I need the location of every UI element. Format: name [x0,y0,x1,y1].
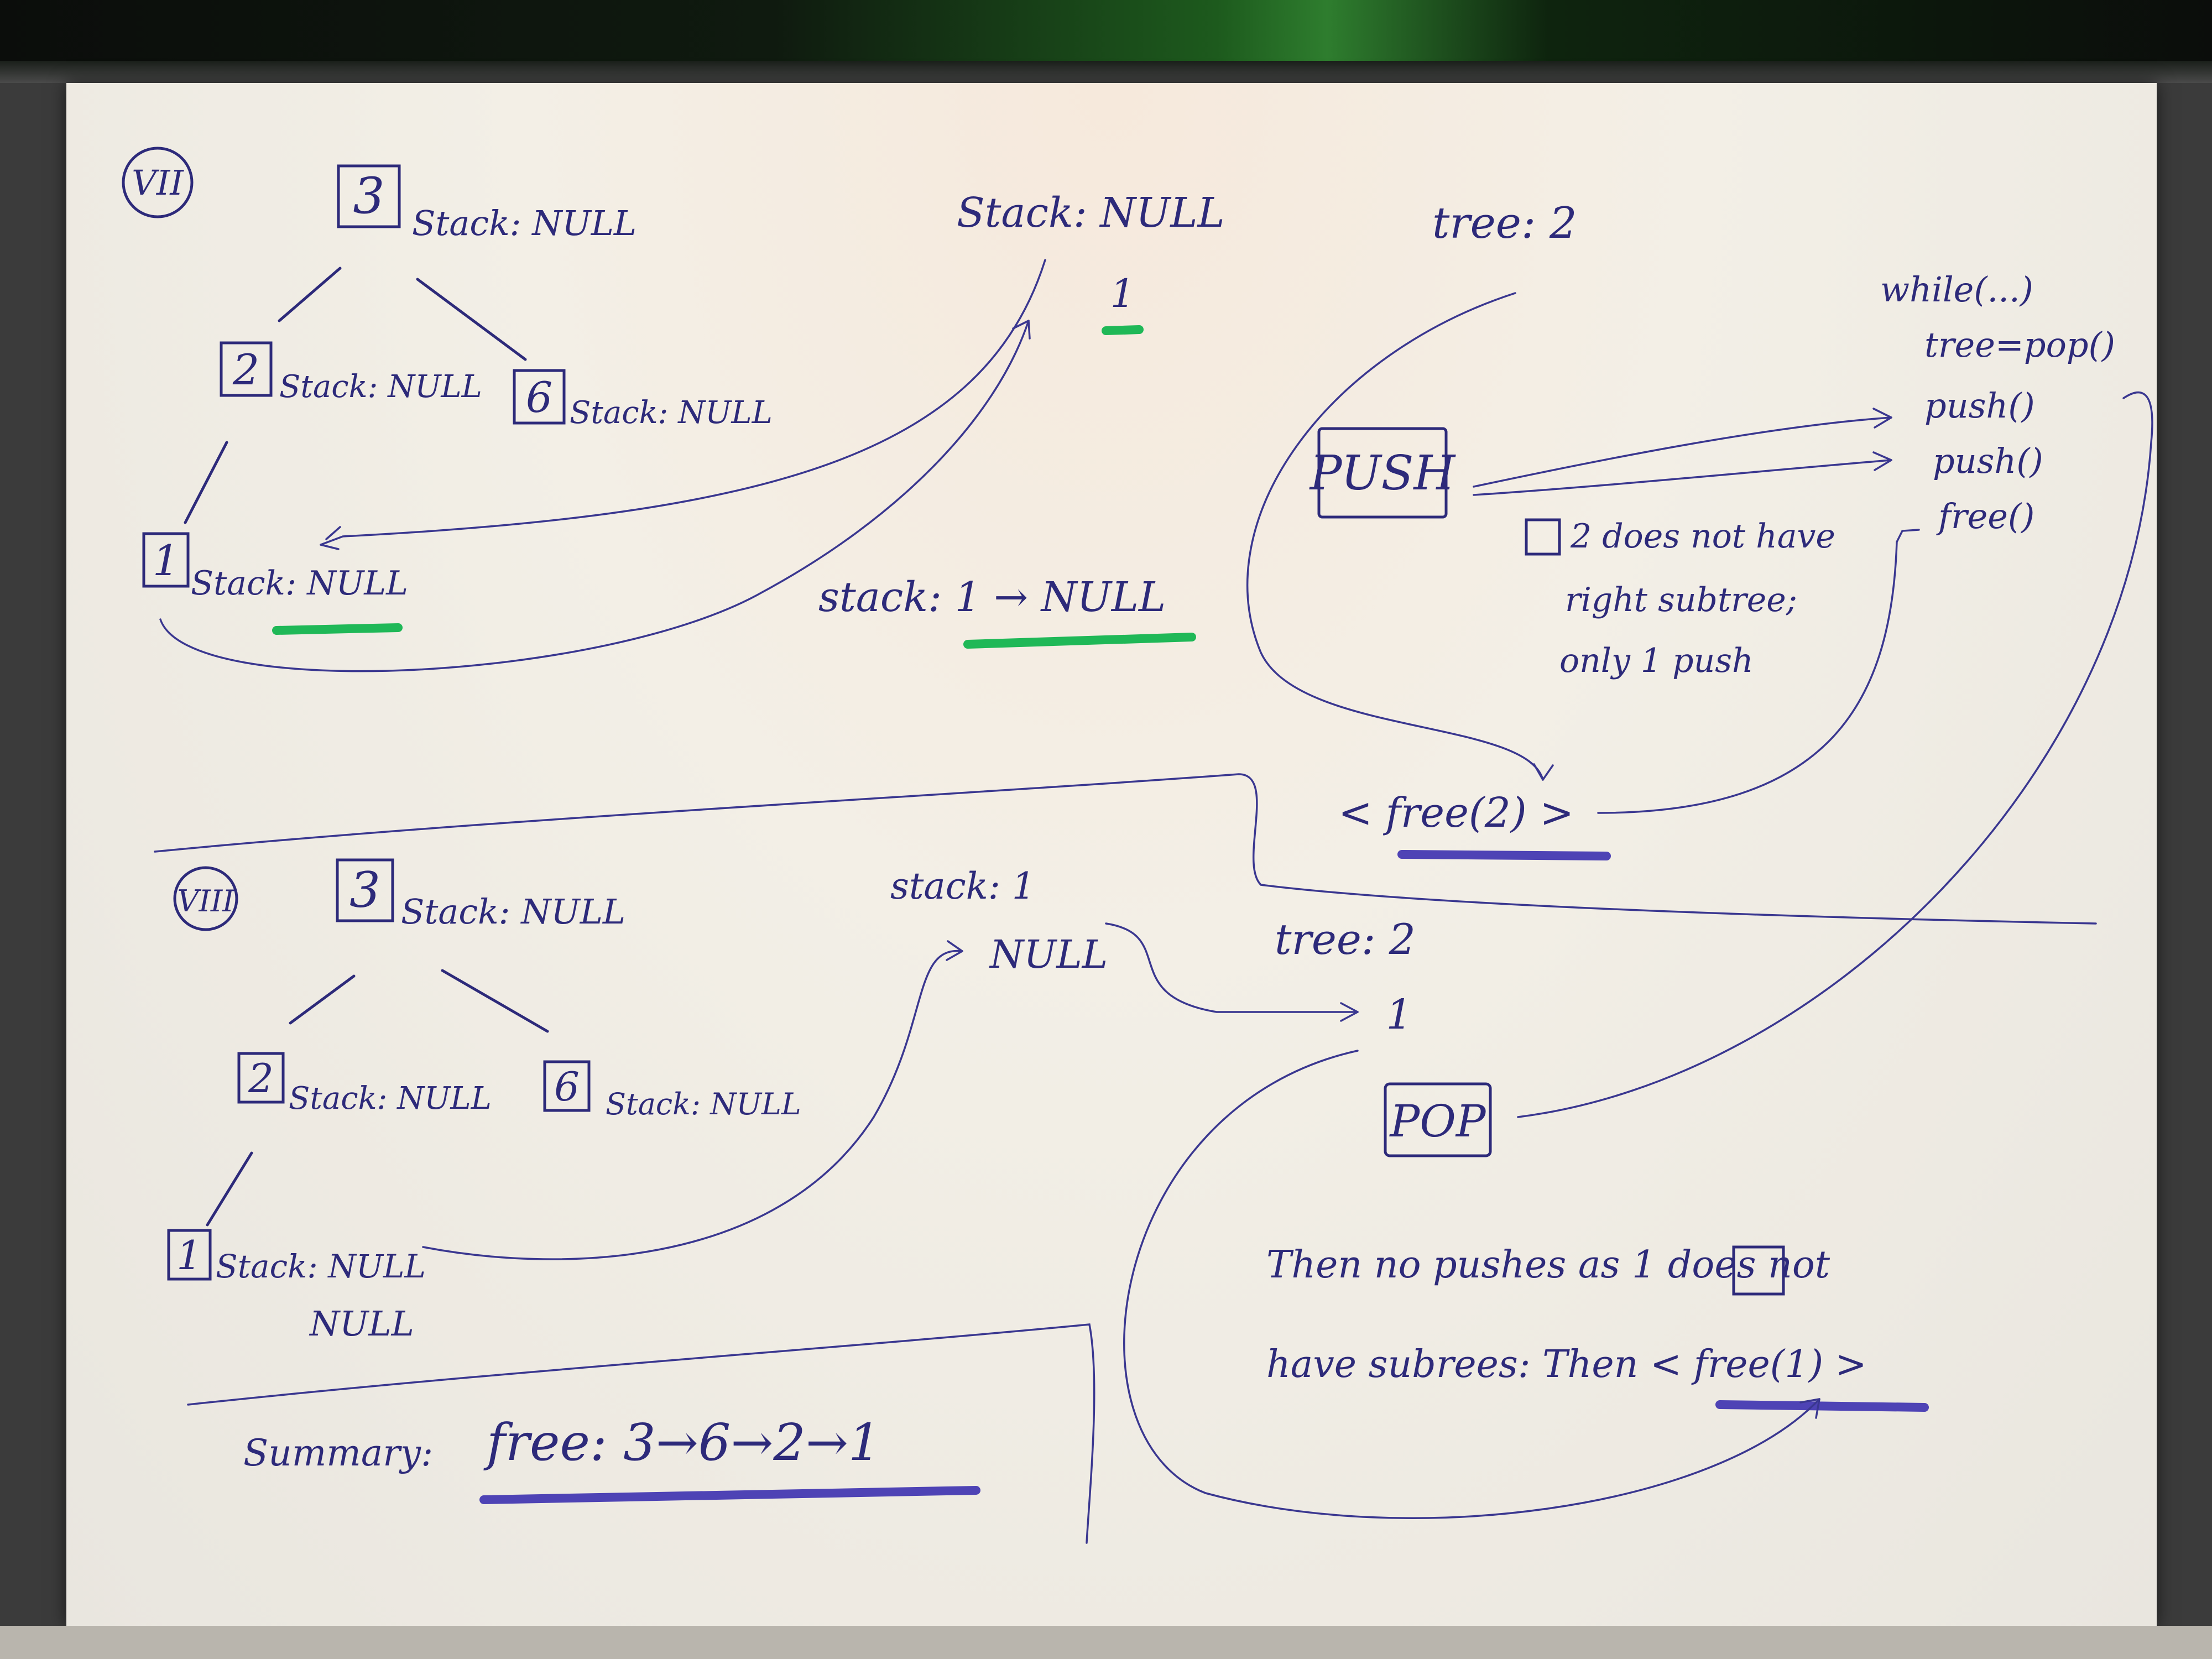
tree-label: tree: 2 [1275,915,1416,964]
code-line: while(...) [1880,269,2033,310]
node-value: 6 [526,373,552,422]
node-value: 1 [176,1232,202,1279]
arrow-curve [320,259,1046,546]
node-stack-label: Stack: NULL [606,1087,801,1121]
arrow-curve [1597,529,1920,814]
tree-edge [184,441,228,524]
node-stack-label: Stack: NULL [570,395,773,431]
summary: Summary: free: 3→6→2→1 [187,1323,1095,1544]
node-box [167,1229,212,1281]
pop-label: POP [1389,1095,1486,1147]
node-stack-label: Stack: NULL [401,891,625,932]
push-note-line: only 1 push [1559,641,1754,680]
push-note-line: right subtree; [1565,581,1797,619]
arrowhead [946,940,963,961]
inline-node-box [1732,1245,1785,1296]
stack-null-label: Stack: NULL [957,189,1225,237]
tree-value: 1 [1386,991,1412,1039]
highlight-green [272,623,403,635]
node-value: 3 [349,862,380,919]
tree-edge [206,1151,253,1227]
arrow-to-push [1473,416,1892,488]
background-edge [0,61,2212,83]
node-extra-null: NULL [309,1303,414,1344]
tree-edge [416,278,527,361]
code-line: push() [1933,441,2043,481]
node-box [237,1052,285,1104]
highlight-green [963,633,1196,649]
node-stack-label: Stack: NULL [191,564,408,603]
node-value: 2 [232,345,259,394]
stack-chain-label: stack: 1 → NULL [818,573,1166,621]
background-keyboard [0,0,2212,66]
highlight-green [1102,325,1144,335]
pop-note-line: have subrees: Then < free(1) > [1266,1343,1867,1386]
arrow-curve [1246,292,1544,781]
tree-edge [441,969,549,1033]
highlight-purple [1715,1400,1929,1412]
arrow-curve [1105,922,1359,1013]
pop-note-line: Then no pushes as 1 does not [1266,1243,1830,1287]
code-block: while(...) tree=pop() push() push() free… [1880,269,2115,536]
tree-label: tree: 2 [1432,199,1577,248]
section-label: VIII [178,884,236,919]
code-line: tree=pop() [1924,325,2115,365]
section-label: VII [132,163,184,203]
section-vii: VII 3 Stack: NULL 2 Stack: NULL 6 Stack:… [122,147,1577,672]
arrowhead [1872,408,1892,429]
tree-edge [278,267,342,322]
node-value: 3 [353,167,384,225]
section-viii: VIII 3 Stack: NULL 2 Stack: NULL 6 Stack… [167,858,1416,1344]
code-line: push() [1924,385,2035,426]
highlight-purple [1397,850,1611,860]
node-value: 1 [153,536,179,585]
summary-label: Summary: [243,1432,433,1474]
arrowhead [1533,763,1554,781]
push-box [1317,427,1448,519]
node-stack-label: Stack: NULL [279,369,482,405]
arrowhead [1012,320,1031,340]
arrowhead [1872,451,1892,471]
section-divider [154,773,2097,925]
node-value: 6 [554,1063,580,1110]
node-box [336,858,394,922]
node-box [337,164,401,228]
arrow-curve [159,320,1030,672]
node-box [142,532,190,588]
push-group: PUSH 2 does not have right subtree; only… [1246,292,1920,860]
arrow-curve [1123,1050,1820,1519]
section-label-circle [173,866,238,931]
highlight-purple [479,1486,980,1504]
node-box [220,341,273,397]
arrowhead [1799,1398,1820,1419]
pop-group: POP Then no pushes as 1 does not have su… [1123,391,2153,1519]
stack-top-label: stack: 1 [890,865,1035,907]
arrowhead [1340,1002,1359,1022]
free2-label: < free(2) > [1338,789,1574,837]
node-value: 2 [248,1055,274,1102]
section-label-circle [122,147,194,218]
pop-box [1384,1082,1492,1157]
table-surface [0,1626,2212,1659]
stack-value: 1 [1110,271,1135,316]
code-line: free() [1936,496,2034,536]
node-stack-label: Stack: NULL [289,1081,492,1117]
node-box [513,369,566,425]
arrow-to-loop [1517,391,2153,1118]
node-box [543,1060,591,1112]
summary-value: free: 3→6→2→1 [483,1413,881,1472]
node-stack-label: Stack: NULL [216,1248,426,1285]
push-label: PUSH [1309,446,1457,501]
inline-node-box [1525,518,1561,556]
paper-sheet [66,83,2157,1626]
arrowhead [320,526,341,550]
summary-border [187,1323,1095,1544]
push-note-line: 2 does not have [1570,517,1835,556]
arrow-curve [422,950,963,1260]
tree-edge [289,974,356,1025]
stack-null-label: NULL [989,932,1108,977]
node-stack-label: Stack: NULL [412,203,637,243]
arrow-to-push [1473,459,1892,496]
